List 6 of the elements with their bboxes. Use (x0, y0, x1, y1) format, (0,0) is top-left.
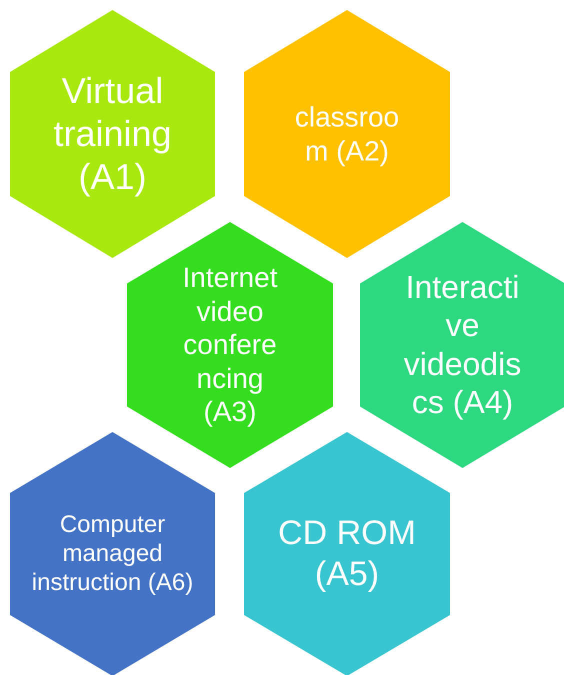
hexagon-label: classroom (A2) (294, 100, 400, 168)
hexagon-label: Interactive videodiscs (A4) (402, 268, 522, 422)
hexagon-label: Internet video conferencing (A3) (182, 261, 278, 429)
hexagon-label: CD ROM (A5) (277, 513, 417, 595)
hexagon-label: Virtual training (A1) (52, 69, 173, 199)
hexagon-label: Computer managed instruction (A6) (30, 510, 194, 598)
